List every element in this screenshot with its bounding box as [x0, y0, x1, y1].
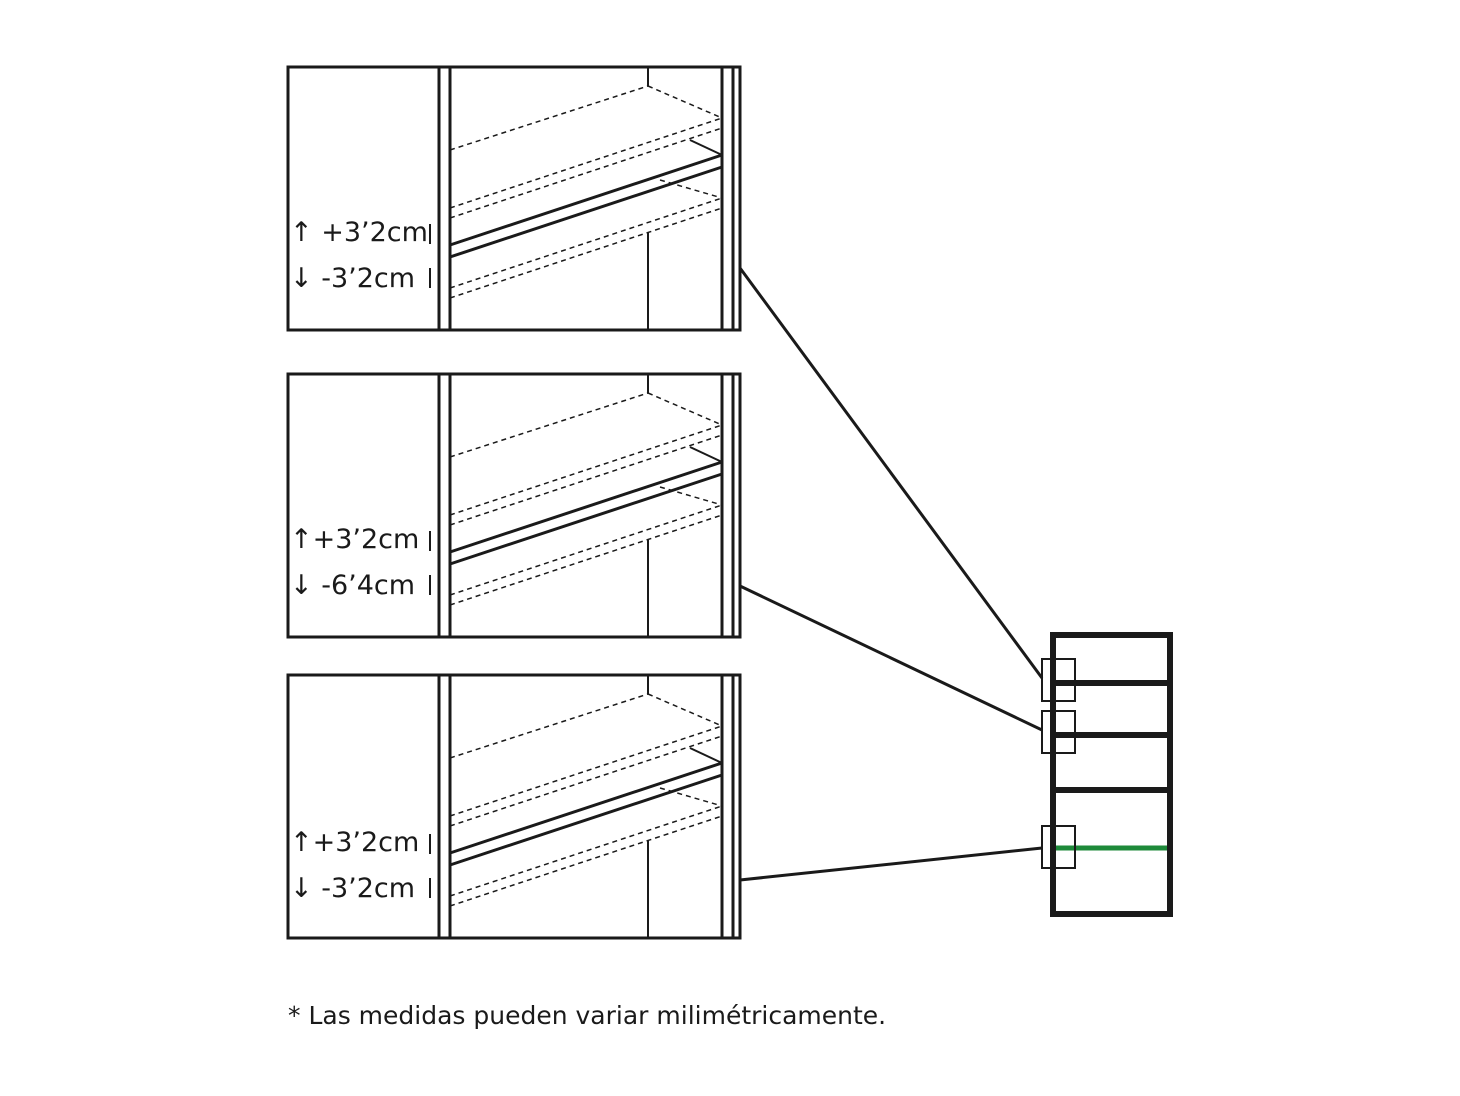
- shelf-position-up: [449, 85, 723, 219]
- footnote: * Las medidas pueden variar milimétricam…: [288, 1001, 886, 1030]
- callout-marker-3: [1041, 825, 1076, 869]
- up-adjustment-label: ↑+3’2cm: [290, 524, 419, 555]
- detail-panel-1: ↑ +3’2cm ↓ -3’2cm: [286, 65, 742, 332]
- shelf-position-up: [449, 392, 723, 526]
- shelf-position-down: [449, 179, 723, 299]
- down-adjustment-label: ↓ -3’2cm: [290, 263, 415, 294]
- leader-line-3: [739, 846, 1043, 882]
- callout-marker-2: [1041, 710, 1076, 754]
- callout-marker-1: [1041, 658, 1076, 702]
- shelf-position-down: [449, 486, 723, 606]
- callout-lines: [738, 267, 1044, 882]
- leader-line-2: [739, 584, 1043, 732]
- down-adjustment-label: ↓ -6’4cm: [290, 570, 415, 601]
- shelf-position-current: [449, 446, 723, 566]
- up-adjustment-label: ↑ +3’2cm: [290, 217, 428, 248]
- leader-line-1: [738, 267, 1044, 679]
- detail-panel-2: ↑+3’2cm ↓ -6’4cm: [286, 372, 742, 639]
- shelf-position-down: [449, 787, 723, 907]
- detail-panel-3: ↑+3’2cm ↓ -3’2cm: [286, 673, 742, 940]
- cabinet-overview: [1041, 632, 1173, 917]
- up-adjustment-label: ↑+3’2cm: [290, 827, 419, 858]
- shelf-position-up: [449, 693, 723, 827]
- shelf-position-current: [449, 139, 723, 259]
- shelf-position-current: [449, 747, 723, 867]
- down-adjustment-label: ↓ -3’2cm: [290, 873, 415, 904]
